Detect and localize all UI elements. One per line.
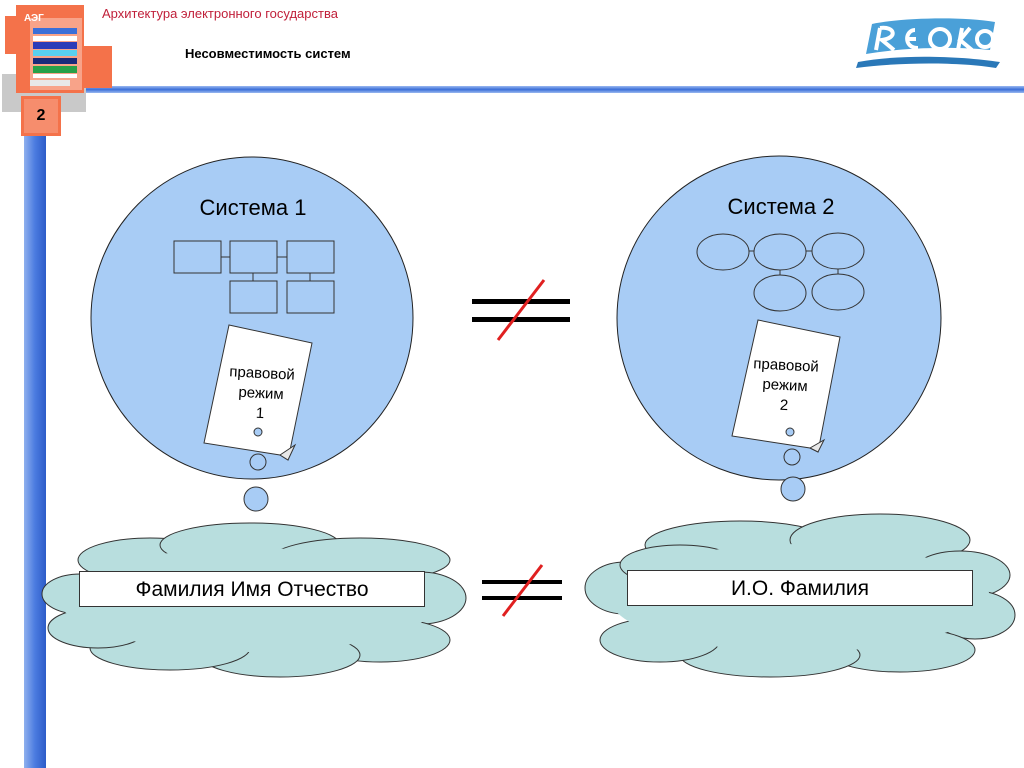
legal-regime-2-document-icon bbox=[731, 319, 841, 453]
legal-regime-1-document-icon bbox=[203, 324, 313, 461]
legal-regime-1-text: правовой режим 1 bbox=[209, 361, 312, 426]
system-1-structure-icon bbox=[173, 240, 335, 314]
system-1-label: Система 1 bbox=[199, 195, 307, 220]
badge-label: АЭГ bbox=[24, 13, 44, 24]
system-1-circle bbox=[90, 156, 414, 480]
header-divider-line bbox=[40, 86, 1024, 93]
header-badge-icon bbox=[2, 5, 112, 136]
left-accent-bar bbox=[24, 88, 46, 768]
presentation-title: Архитектура электронного государства bbox=[102, 6, 338, 21]
legal-regime-2-text: правовой режим 2 bbox=[733, 353, 836, 418]
system-2-circle bbox=[616, 155, 942, 481]
name-format-box-2: И.О. Фамилия bbox=[627, 570, 973, 606]
slide-number: 2 bbox=[36, 107, 46, 124]
system-2-label: Система 2 bbox=[727, 194, 835, 219]
system-2-structure-icon bbox=[696, 232, 865, 312]
not-equal-icon bbox=[482, 564, 562, 617]
name-format-box-1: Фамилия Имя Отчество bbox=[79, 571, 425, 607]
slide-title: Несовместимость систем bbox=[185, 46, 351, 61]
thought-bubble-large bbox=[243, 486, 269, 512]
thought-bubble-large bbox=[780, 476, 806, 502]
thought-bubble-small bbox=[783, 448, 801, 466]
thought-bubble-small bbox=[249, 453, 267, 471]
reqko-logo-icon bbox=[856, 18, 1000, 68]
not-equal-icon bbox=[472, 279, 570, 341]
